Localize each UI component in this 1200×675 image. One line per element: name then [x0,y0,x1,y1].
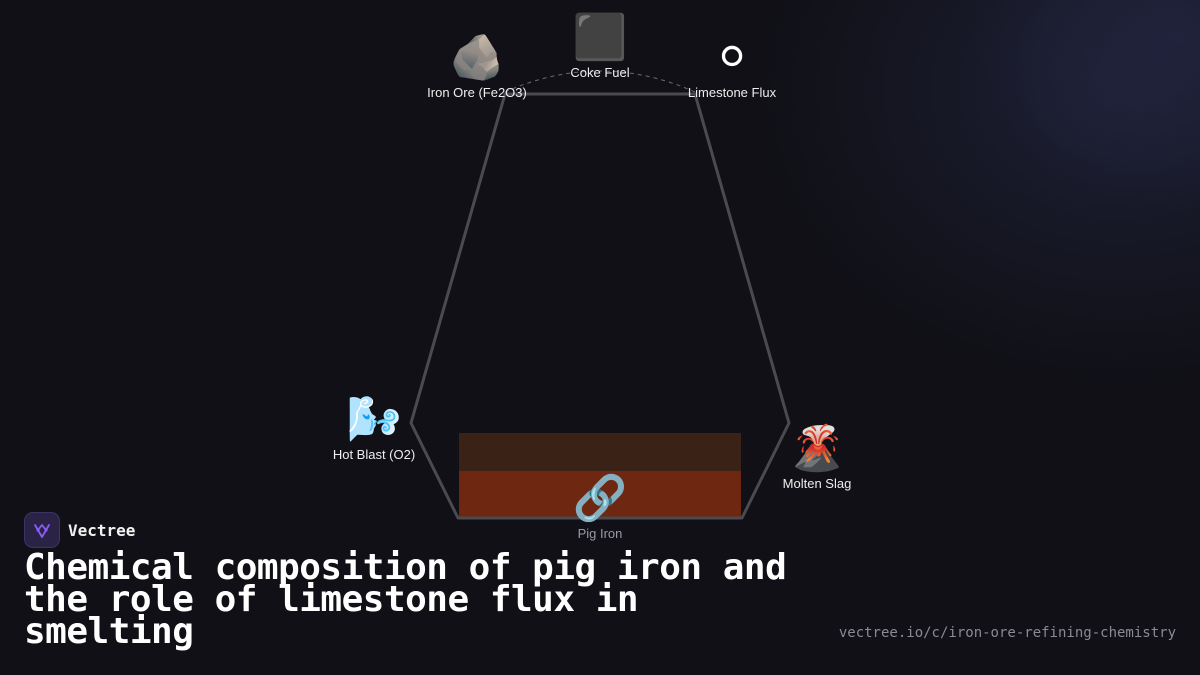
source-url[interactable]: vectree.io/c/iron-ore-refining-chemistry [838,625,1176,641]
node-iron-ore: 🪨 Iron Ore (Fe2O3) [427,33,527,100]
node-hot-blast: 🌬️ Hot Blast (O2) [333,395,415,462]
brand: Vectree [24,512,135,548]
charge-arc [504,70,696,93]
node-limestone-flux: ⚪ Limestone Flux [688,33,776,100]
wind-icon: 🌬️ [346,395,402,444]
node-label: Limestone Flux [687,85,777,100]
slag-layer [459,433,741,473]
node-molten-slag: 🌋 Molten Slag [783,424,852,491]
node-label: Iron Ore (Fe2O3) [427,85,527,100]
white-circle-icon: ⚪ [713,33,751,82]
node-label: Coke Fuel [570,65,630,80]
node-label: Molten Slag [782,476,852,491]
volcano-icon: 🌋 [789,424,845,473]
vectree-logo-icon [24,512,60,548]
brand-name: Vectree [68,520,136,540]
node-label: Hot Blast (O2) [332,447,416,462]
node-coke-fuel: ⬛ Coke Fuel [570,13,629,80]
page-title: Chemical composition of pig iron and the… [24,547,787,652]
molten-iron-layer [459,471,741,517]
furnace-outline [409,92,791,520]
chain-link-icon: 🔗 [572,474,628,523]
node-label: Pig Iron [577,526,623,541]
black-square-icon: ⬛ [572,13,628,62]
rock-icon: 🪨 [449,33,505,82]
node-pig-iron: 🔗 Pig Iron [573,474,628,541]
vectree-logo-glyph [34,524,50,538]
